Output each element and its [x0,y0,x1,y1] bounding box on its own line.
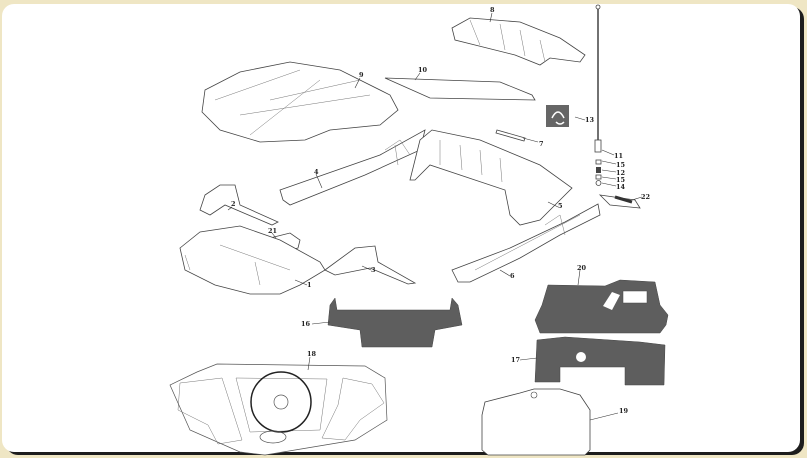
part-8-rear-deck[interactable] [451,17,586,66]
callout-3[interactable]: 3 [371,266,376,274]
part-10-panel[interactable] [384,77,536,101]
callout-11[interactable]: 11 [614,152,623,160]
part-13-warning-label[interactable] [546,105,569,127]
callout-6[interactable]: 6 [510,272,515,280]
part-5-rear-floor[interactable] [409,129,573,226]
callout-22[interactable]: 22 [641,193,650,201]
part-17-carpet[interactable] [534,336,666,386]
part-2-bracket[interactable] [199,184,279,226]
part-22-spring[interactable] [598,194,641,209]
part-6-sill[interactable] [451,203,601,283]
part-20-carpet[interactable] [534,279,669,334]
callout-8[interactable]: 8 [490,6,495,14]
callout-1[interactable]: 1 [307,281,312,289]
callout-labels: 8 9 10 13 7 11 15 12 15 14 22 4 2 5 21 3… [231,6,650,415]
callout-17[interactable]: 17 [511,356,520,364]
callout-2[interactable]: 2 [231,200,236,208]
part-19-mat[interactable] [481,388,591,456]
callout-20[interactable]: 20 [577,264,587,272]
callout-14[interactable]: 14 [616,183,626,191]
part-16-carpet[interactable] [327,297,463,348]
callout-7[interactable]: 7 [539,140,544,148]
callout-19[interactable]: 19 [619,407,629,415]
callout-15b[interactable]: 15 [616,176,626,184]
part-4-sill[interactable] [279,129,426,206]
callout-5[interactable]: 5 [558,202,563,210]
callout-16[interactable]: 16 [301,320,311,328]
callout-13[interactable]: 13 [585,116,595,124]
part-7-trim[interactable] [495,129,526,142]
part-18-trunk-liner[interactable] [169,363,388,456]
leader-lines [227,12,643,421]
part-antenna[interactable] [594,4,602,186]
part-1-front-hood[interactable] [179,225,326,295]
callout-4[interactable]: 4 [314,168,319,176]
callout-15a[interactable]: 15 [616,161,626,169]
callout-21[interactable]: 21 [268,227,277,235]
callout-10[interactable]: 10 [418,66,428,74]
callout-12[interactable]: 12 [616,169,625,177]
callout-18[interactable]: 18 [307,350,317,358]
part-9-hood[interactable] [201,61,399,143]
part-3-bracket[interactable] [324,245,417,285]
callout-9[interactable]: 9 [359,71,364,79]
